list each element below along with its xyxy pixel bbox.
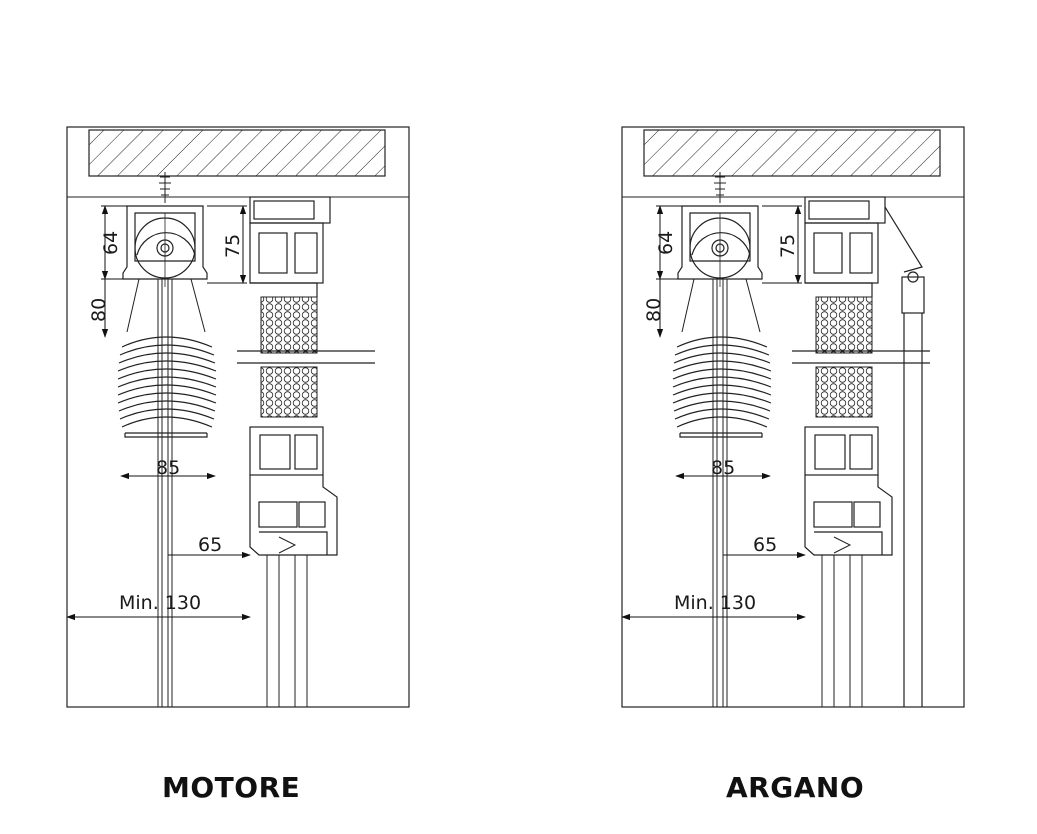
dim-min130-label: Min. 130 <box>119 592 201 614</box>
dim-65-label: 65 <box>198 534 222 556</box>
dim-85-label: 85 <box>156 457 180 479</box>
caption-motore: MOTORE <box>162 771 301 804</box>
dim-80-label: 80 <box>643 298 665 322</box>
dim-65-label: 65 <box>753 534 777 556</box>
dim-85-label: 85 <box>711 457 735 479</box>
dim-64-label: 64 <box>100 231 122 255</box>
dim-64-label: 64 <box>655 231 677 255</box>
panel-argano <box>621 127 964 707</box>
dim-80-label: 80 <box>88 298 110 322</box>
panel-motore <box>66 127 409 707</box>
dim-75-label: 75 <box>777 234 799 258</box>
caption-argano: ARGANO <box>726 771 865 804</box>
dim-75-label: 75 <box>222 234 244 258</box>
dim-min130-label: Min. 130 <box>674 592 756 614</box>
